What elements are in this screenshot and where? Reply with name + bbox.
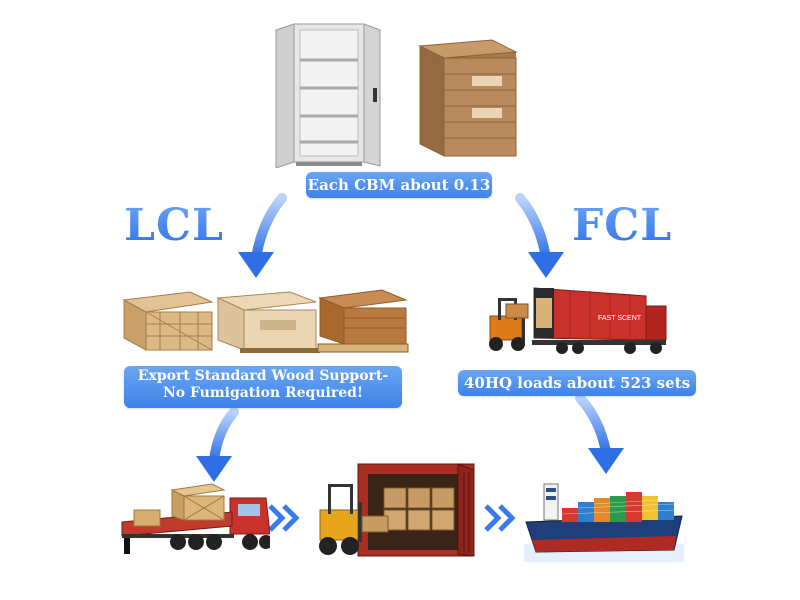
wooden-crates-image (120, 284, 410, 356)
container-ship-image (524, 470, 684, 562)
flatbed-truck-image (120, 470, 270, 556)
arrow-to-fcl-icon (515, 193, 564, 278)
container-truck-image: FAST SCENT (470, 284, 670, 356)
lcl-label: LCL (124, 200, 224, 251)
cbm-label: Each CBM about 0.13 (306, 172, 492, 198)
truck-brand-text: FAST SCENT (598, 315, 642, 322)
steel-cabinet-image (272, 22, 384, 168)
carton-stack-image (412, 38, 524, 158)
packaging-line-1: Export Standard Wood Support- (137, 368, 389, 384)
double-chevron-icon-1 (268, 504, 300, 532)
arrow-to-lcl-icon (238, 193, 287, 278)
container-loading-image (318, 462, 476, 560)
fcl-label: FCL (572, 200, 673, 251)
packaging-line-2: No Fumigation Required! (162, 384, 364, 401)
capacity-label: 40HQ loads about 523 sets (458, 370, 696, 396)
arrow-to-ship-icon (575, 393, 624, 474)
double-chevron-icon-2 (484, 504, 516, 532)
packaging-label: Export Standard Wood Support- No Fumigat… (124, 366, 402, 408)
